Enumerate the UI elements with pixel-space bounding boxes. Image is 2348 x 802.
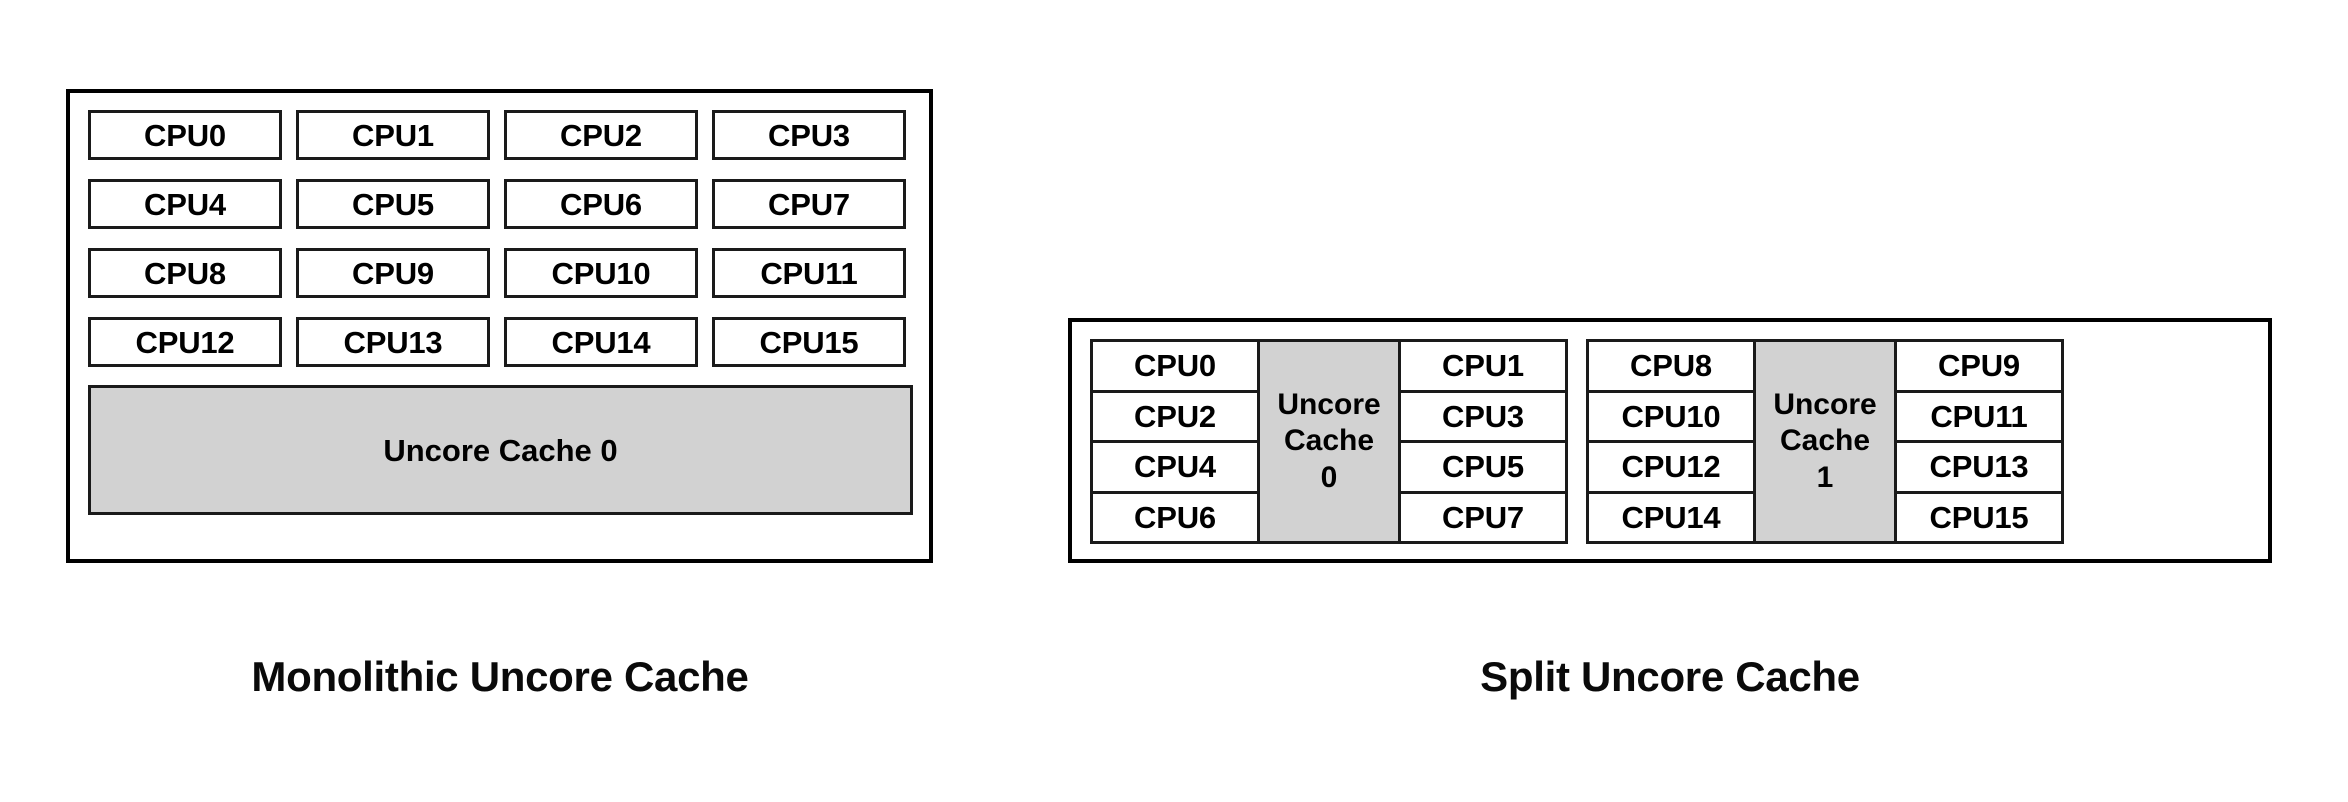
cpu-column-left: CPU8 CPU10 CPU12 CPU14 — [1589, 342, 1756, 541]
cpu-box: CPU7 — [1401, 493, 1565, 541]
cache-label-line: Cache — [1779, 424, 1871, 458]
cpu-box: CPU9 — [1897, 342, 2061, 393]
cpu-box: CPU15 — [712, 317, 906, 367]
cpu-box: CPU13 — [296, 317, 490, 367]
cpu-box: CPU11 — [712, 248, 906, 298]
cpu-box: CPU13 — [1897, 443, 2061, 494]
cpu-box: CPU15 — [1897, 493, 2061, 541]
cpu-box: CPU5 — [1401, 443, 1565, 494]
cpu-box: CPU3 — [1401, 392, 1565, 443]
cpu-column-right: CPU9 CPU11 CPU13 CPU15 — [1894, 342, 2061, 541]
cpu-box: CPU10 — [504, 248, 698, 298]
cpu-box: CPU11 — [1897, 392, 2061, 443]
cpu-box: CPU7 — [712, 179, 906, 229]
cache-index-label: 0 — [1320, 460, 1338, 494]
cpu-box: CPU3 — [712, 110, 906, 160]
uncore-cache-block: Uncore Cache 1 — [1756, 342, 1894, 541]
cpu-box: CPU8 — [88, 248, 282, 298]
cache-label-line: Cache — [1283, 424, 1375, 458]
cpu-box: CPU1 — [296, 110, 490, 160]
cpu-column-right: CPU1 CPU3 CPU5 CPU7 — [1398, 342, 1565, 541]
cpu-box: CPU2 — [1093, 392, 1257, 443]
monolithic-uncore-cache-diagram: CPU0 CPU1 CPU2 CPU3 CPU4 CPU5 CPU6 CPU7 … — [66, 89, 933, 563]
cpu-box: CPU2 — [504, 110, 698, 160]
cache-index-label: 1 — [1816, 460, 1834, 494]
cache-label-line: Uncore — [1277, 387, 1381, 421]
split-cache-group: CPU8 CPU10 CPU12 CPU14 Uncore Cache 1 CP… — [1586, 339, 2064, 544]
monolithic-cpu-grid: CPU0 CPU1 CPU2 CPU3 CPU4 CPU5 CPU6 CPU7 … — [88, 110, 913, 367]
cpu-box: CPU14 — [504, 317, 698, 367]
monolithic-caption: Monolithic Uncore Cache — [251, 653, 749, 700]
cache-label-line: Uncore — [1773, 387, 1877, 421]
cpu-column-left: CPU0 CPU2 CPU4 CPU6 — [1093, 342, 1260, 541]
uncore-cache-block: Uncore Cache 0 — [88, 385, 913, 515]
cpu-box: CPU0 — [88, 110, 282, 160]
cpu-box: CPU12 — [1589, 443, 1753, 494]
cpu-box: CPU6 — [1093, 493, 1257, 541]
split-caption: Split Uncore Cache — [1480, 653, 1860, 700]
split-groups-container: CPU0 CPU2 CPU4 CPU6 Uncore Cache 0 CPU1 … — [1090, 339, 2064, 544]
cpu-box: CPU0 — [1093, 342, 1257, 393]
cpu-box: CPU10 — [1589, 392, 1753, 443]
cpu-box: CPU4 — [88, 179, 282, 229]
split-uncore-cache-diagram: CPU0 CPU2 CPU4 CPU6 Uncore Cache 0 CPU1 … — [1068, 318, 2272, 563]
cpu-box: CPU12 — [88, 317, 282, 367]
cpu-box: CPU1 — [1401, 342, 1565, 393]
split-cache-group: CPU0 CPU2 CPU4 CPU6 Uncore Cache 0 CPU1 … — [1090, 339, 1568, 544]
cpu-box: CPU4 — [1093, 443, 1257, 494]
cpu-box: CPU9 — [296, 248, 490, 298]
cpu-box: CPU14 — [1589, 493, 1753, 541]
uncore-cache-block: Uncore Cache 0 — [1260, 342, 1398, 541]
cpu-box: CPU5 — [296, 179, 490, 229]
cpu-box: CPU8 — [1589, 342, 1753, 393]
cpu-box: CPU6 — [504, 179, 698, 229]
